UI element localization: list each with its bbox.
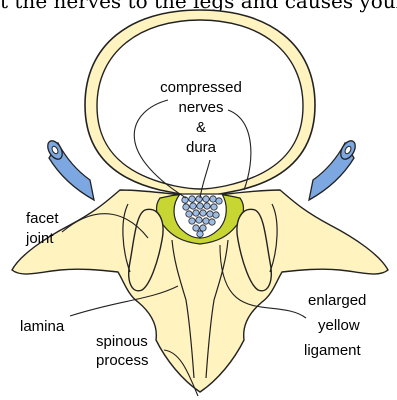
label-ampersand: & (196, 119, 206, 136)
label-lamina: lamina (20, 318, 65, 335)
label-ligament: ligament (304, 342, 362, 359)
label-spinous: spinous (96, 333, 148, 350)
label-yellow: yellow (318, 317, 360, 334)
label-nerves: nerves (178, 99, 223, 116)
label-facet: facet (26, 210, 59, 227)
label-compressed: compressed (160, 79, 242, 96)
label-enlarged: enlarged (308, 292, 366, 309)
label-joint: joint (25, 230, 54, 247)
label-dura: dura (186, 139, 217, 156)
label-process: process (96, 352, 149, 369)
